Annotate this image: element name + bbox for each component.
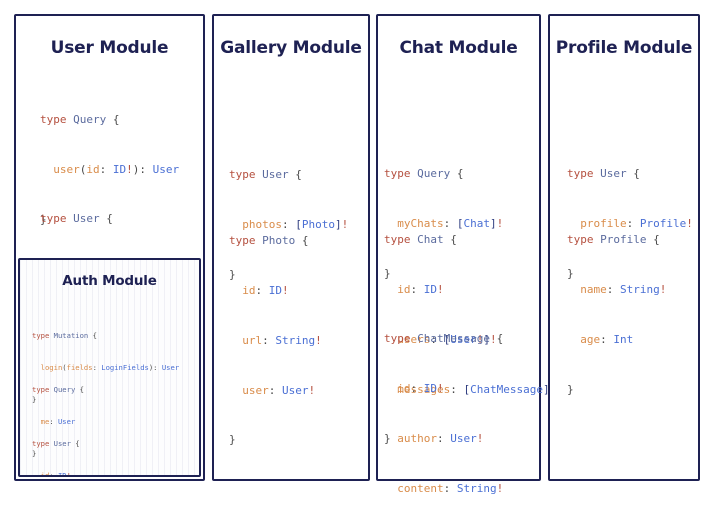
code-line: } — [384, 432, 391, 446]
code-line: login(fields: LoginFields): User — [40, 362, 180, 372]
code-line: type Query { — [384, 167, 464, 181]
card-title-profile: Profile Module — [555, 38, 693, 58]
card-title-user: User Module — [50, 38, 169, 58]
code-line: id: ID! — [242, 283, 289, 297]
code-line: type ChatMessage { — [384, 332, 504, 346]
card-title-chat: Chat Module — [399, 38, 518, 58]
code-line: users: [User!]! — [397, 332, 497, 346]
code-line: me: User — [40, 416, 76, 426]
code-line: type Mutation { — [32, 331, 97, 341]
card-title-auth: Auth Module — [62, 273, 157, 289]
module-card-user[interactable]: User Module type Query { user(id: ID!): … — [14, 14, 205, 481]
code-block-profile-user: type User { profile: Profile! } — [567, 133, 693, 316]
code-line: type User { — [567, 167, 640, 181]
code-block-auth-query: type Query { me: User } — [32, 364, 84, 475]
code-line: } — [40, 212, 47, 226]
code-block-user-query: type Query { user(id: ID!): User } — [40, 79, 179, 262]
code-line: type User { — [40, 212, 113, 226]
code-line: content: String! — [397, 481, 504, 495]
code-line: } — [229, 433, 236, 447]
code-line: type User { — [229, 168, 302, 182]
card-title-gallery: Gallery Module — [220, 38, 362, 58]
code-block-auth-mutation: type Mutation { login(fields: LoginField… — [32, 310, 179, 427]
code-line: user: User! — [242, 383, 316, 397]
code-line: } — [229, 267, 236, 281]
module-card-gallery[interactable]: Gallery Module type User { photos: [Phot… — [212, 14, 370, 481]
code-line: type User { — [32, 439, 80, 449]
module-card-auth[interactable]: Auth Module type Mutation { login(fields… — [18, 258, 201, 477]
code-block-chat-chat: type Chat { id: ID! users: [User!]! mess… — [384, 199, 556, 481]
code-line: profile: Profile! — [580, 216, 693, 230]
code-line: } — [384, 266, 391, 280]
code-block-gallery-user: type User { photos: [Photo]! } — [229, 134, 348, 317]
code-line: } — [32, 394, 37, 404]
module-card-chat[interactable]: Chat Module type Query { myChats: [Chat]… — [376, 14, 556, 495]
module-card-profile[interactable]: Profile Module type User { profile: Prof… — [548, 14, 700, 481]
code-line: type Profile { — [567, 233, 660, 247]
code-line: type Query { — [32, 385, 84, 395]
code-line: } — [567, 382, 574, 396]
code-line: name: String! — [580, 282, 667, 296]
code-line: author: User! — [397, 431, 484, 445]
code-line: photos: [Photo]! — [242, 217, 349, 231]
code-block-chat-query: type Query { myChats: [Chat]! } — [384, 133, 503, 316]
code-line: id: ID! — [397, 381, 444, 395]
code-block-chat-message: type ChatMessage { id: ID! author: User!… — [384, 298, 503, 511]
code-line: url: String! — [242, 333, 322, 347]
code-line: } — [32, 448, 37, 458]
code-block-profile-profile: type Profile { name: String! age: Int } — [567, 199, 666, 431]
code-line: id: ID! — [397, 282, 444, 296]
code-line: id: ID! — [40, 470, 71, 477]
code-line: type Query { — [40, 113, 120, 127]
code-line: type Photo { — [229, 234, 309, 248]
code-line: user(id: ID!): User — [53, 162, 180, 176]
code-block-auth-user: type User { id: ID! email: String! } — [32, 418, 101, 477]
code-line: myChats: [Chat]! — [397, 216, 504, 230]
code-line: age: Int — [580, 332, 634, 346]
code-block-gallery-photo: type Photo { id: ID! url: String! user: … — [229, 200, 322, 482]
code-line: type Chat { — [384, 233, 457, 247]
code-line: } — [567, 266, 574, 280]
